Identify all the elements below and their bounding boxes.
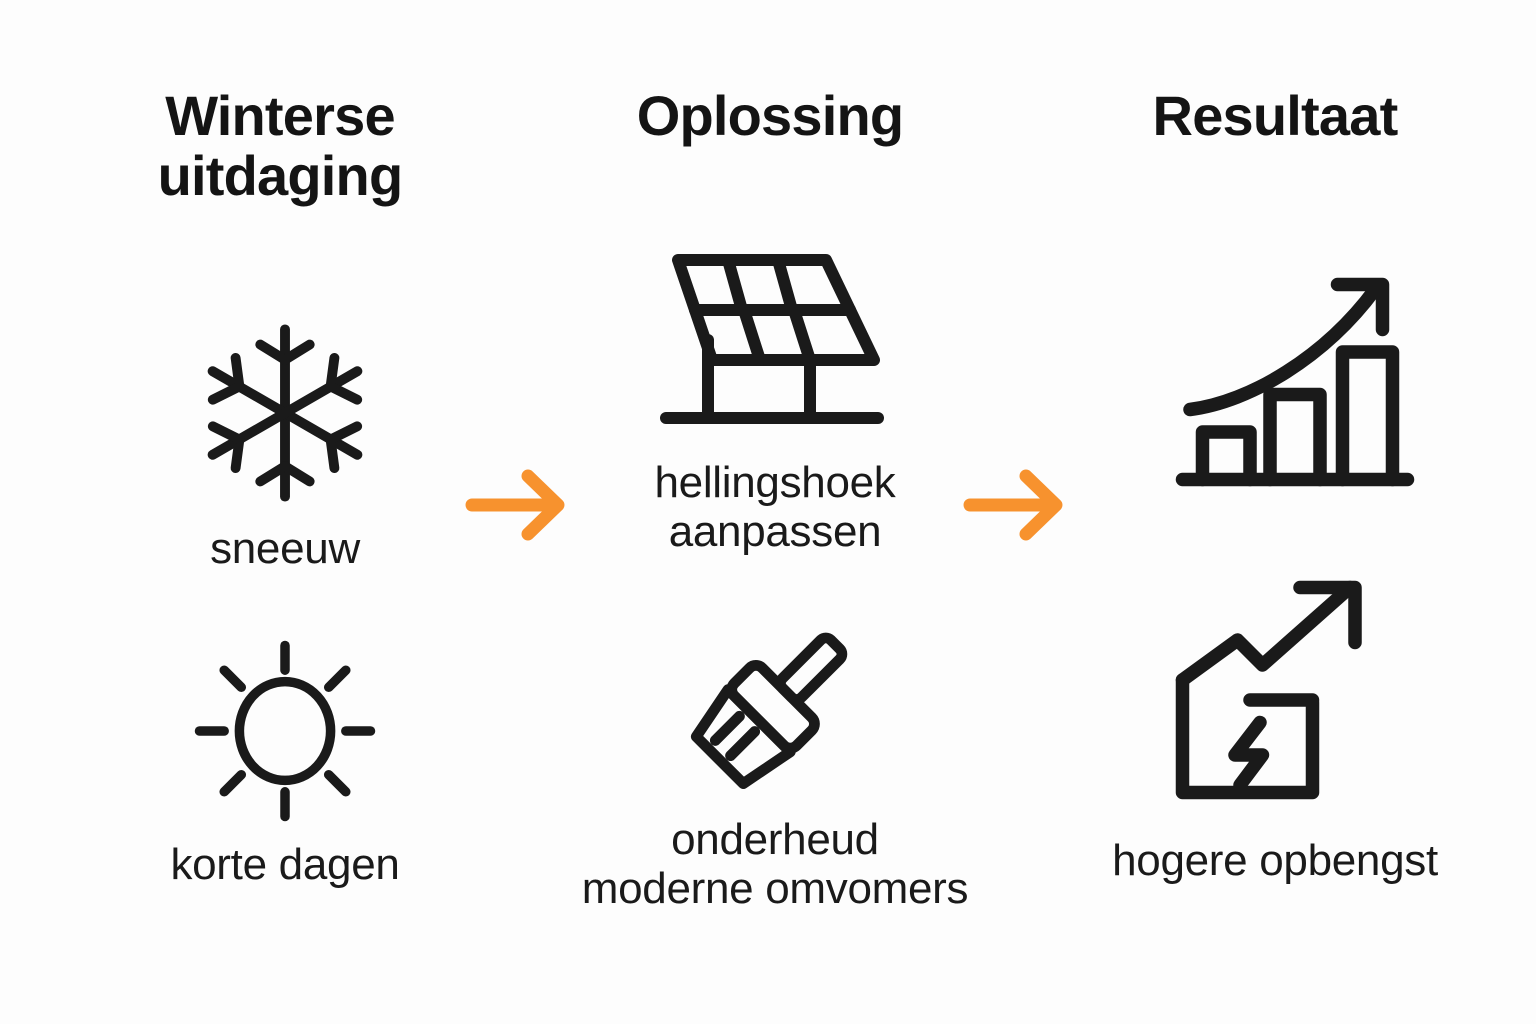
column-result: Resultaat (1040, 0, 1510, 1024)
item-snow: sneeuw (105, 318, 465, 573)
item-short-days-label: korte dagen (170, 840, 400, 889)
arrow-solution-to-result (960, 462, 1070, 548)
column-challenge: Winterse uitdaging (60, 0, 500, 1024)
item-maintenance-label: onderheud moderne omvomers (581, 815, 969, 914)
house-energy-icon (1145, 570, 1405, 820)
item-yield: hogere opbengst (1050, 570, 1500, 885)
column-solution: Oplossing (500, 0, 1040, 1024)
item-yield-label: hogere opbengst (1112, 836, 1438, 885)
item-growth (1110, 252, 1480, 512)
item-tilt-angle: hellingshoek aanpassen (560, 236, 990, 557)
item-tilt-angle-label: hellingshoek aanpassen (654, 458, 896, 557)
column-result-heading: Resultaat (1152, 84, 1399, 147)
arrow-challenge-to-solution (462, 462, 572, 548)
item-maintenance: onderheud moderne omvomers (520, 612, 1030, 914)
solar-panel-icon (650, 236, 900, 436)
sun-icon (185, 636, 385, 826)
growth-chart-icon (1170, 252, 1420, 502)
column-solution-heading: Oplossing (636, 84, 904, 147)
column-challenge-heading: Winterse uitdaging (157, 84, 404, 208)
item-snow-label: sneeuw (210, 524, 360, 573)
brush-icon (685, 612, 865, 797)
item-short-days: korte dagen (85, 636, 485, 889)
snowflake-icon (190, 318, 380, 508)
